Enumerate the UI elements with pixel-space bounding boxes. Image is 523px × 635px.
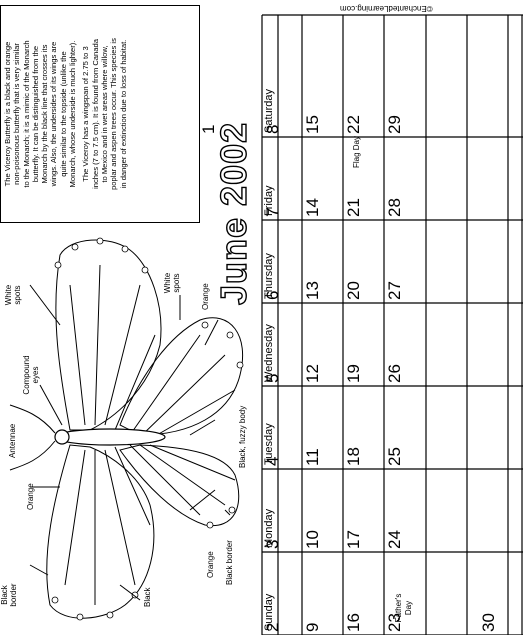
label-antennae: Antennae [8,423,17,458]
lower-hindwing [119,444,240,527]
label-body: Black, fuzzy body [238,405,247,468]
label-black-border-bottom: Black border [225,540,234,585]
antennae-lines [9,404,56,471]
weekday-label-monday: Monday [263,508,275,548]
date-22[interactable]: 22 [344,115,363,134]
footer-credit: ©EnchantedLearning.com [340,4,433,13]
date-19[interactable]: 19 [344,364,363,383]
date-12[interactable]: 12 [303,364,322,383]
upper-hindwing [119,317,244,436]
weekday-label-wednesday: Wednesday [263,324,275,382]
weekday-label-saturday: Saturday [263,88,275,133]
holiday-fathers-day: Father's Day [394,593,413,623]
date-10[interactable]: 10 [303,530,322,549]
date-13[interactable]: 13 [303,281,322,300]
date-18[interactable]: 18 [344,447,363,466]
weekday-label-tuesday: Tuesday [263,423,275,465]
date-24[interactable]: 24 [385,530,404,549]
holiday-flag-day: Flag Day [352,135,361,168]
info-box [0,5,200,223]
date-15[interactable]: 15 [303,115,322,134]
weekday-label-friday: Friday [263,185,275,216]
label-orange-bottom: Orange [206,551,215,578]
butterfly-body [54,428,166,446]
upper-forewing [55,239,162,431]
date-17[interactable]: 17 [344,530,363,549]
date-28[interactable]: 28 [385,198,404,217]
wing-spots [51,237,244,621]
label-black: Black [143,587,152,607]
date-9[interactable]: 9 [303,622,322,632]
butterfly-head [54,429,70,445]
year-title: 2002 [212,121,254,206]
date-16[interactable]: 16 [344,613,363,632]
date-14[interactable]: 14 [303,198,322,217]
weekday-label-thursday: Thursday [263,253,275,299]
label-orange-left: Orange [26,483,35,510]
date-21[interactable]: 21 [344,198,363,217]
lower-forewing [46,444,155,619]
date-26[interactable]: 26 [385,364,404,383]
date-27[interactable]: 27 [385,281,404,300]
label-pointers [29,284,231,601]
butterfly-diagram [9,237,244,621]
date-11[interactable]: 11 [303,448,322,466]
info-text: The Viceroy Butterfly is a black and ora… [3,8,128,220]
date-30[interactable]: 30 [479,613,498,632]
weekday-label-sunday: Sunday [263,593,275,631]
date-25[interactable]: 25 [385,447,404,466]
date-29[interactable]: 29 [385,115,404,134]
info-paragraph-1: The Viceroy Butterfly is a black and ora… [3,40,78,188]
label-orange-right: Orange [201,283,210,310]
date-20[interactable]: 20 [344,281,363,300]
